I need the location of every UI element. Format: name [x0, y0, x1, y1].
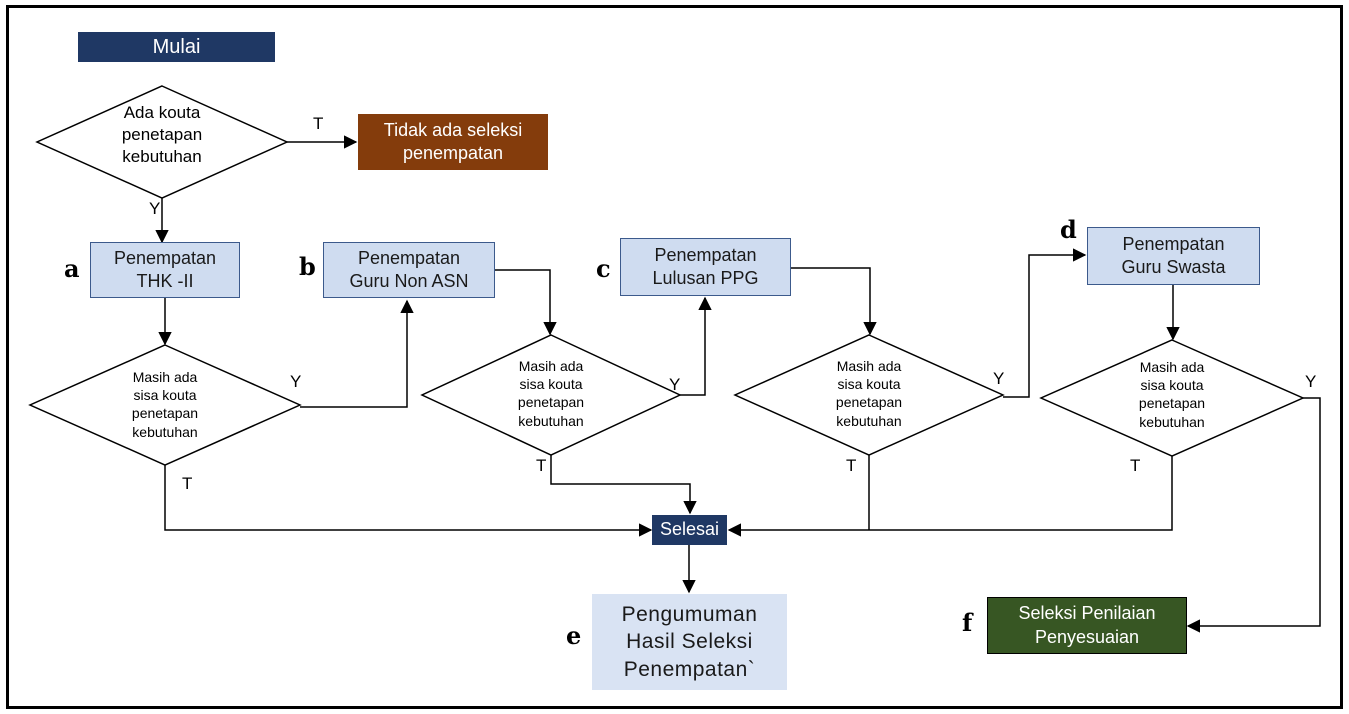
label-decision3-no: T	[846, 456, 857, 475]
edge-decision1-no	[164, 465, 653, 537]
label-start-no: T	[313, 114, 324, 133]
diagram-frame	[6, 5, 1343, 709]
edge-decision3-yes	[1003, 248, 1087, 398]
step-letter-b: b	[299, 252, 316, 281]
process-b-non-asn: Penempatan Guru Non ASN	[323, 242, 495, 298]
edge-decision1-yes	[300, 299, 414, 408]
label-decision2-yes: Y	[669, 375, 681, 394]
end-terminal: Selesai	[652, 515, 727, 545]
decision-start-text: Ada kouta penetapan kebutuhan	[121, 103, 203, 167]
label-decision1-yes: Y	[290, 372, 302, 391]
edge-decision4-yes	[1186, 397, 1321, 633]
step-letter-c: c	[596, 254, 611, 283]
label-decision4-no: T	[1130, 456, 1141, 475]
decision-3-text: Masih ada sisa kouta penetapan kebutuhan	[835, 358, 903, 429]
step-letter-a: a	[64, 254, 80, 283]
label-decision1-no: T	[182, 474, 193, 493]
label-decision4-yes: Y	[1305, 372, 1317, 391]
process-d-swasta: Penempatan Guru Swasta	[1087, 227, 1260, 285]
decision-1-text: Masih ada sisa kouta penetapan kebutuhan	[131, 369, 199, 440]
edge-decision2-yes	[680, 296, 712, 396]
start-terminal: Mulai	[78, 32, 275, 62]
edge-decision4-no	[727, 456, 1173, 537]
step-letter-f: f	[962, 608, 973, 637]
decision-2-text: Masih ada sisa kouta penetapan kebutuhan	[517, 358, 585, 429]
process-c-ppg: Penempatan Lulusan PPG	[620, 238, 791, 296]
no-selection-box: Tidak ada seleksi penempatan	[358, 114, 548, 170]
decision-4-text: Masih ada sisa kouta penetapan kebutuhan	[1138, 359, 1206, 430]
edge-c-to-decision3	[791, 267, 877, 336]
label-decision2-no: T	[536, 456, 547, 475]
edge-decision2-no	[550, 455, 697, 515]
step-letter-d: d	[1060, 215, 1077, 244]
label-decision3-yes: Y	[993, 369, 1005, 388]
label-start-yes: Y	[149, 199, 161, 218]
result-announcement-box: Pengumuman Hasil Seleksi Penempatan`	[592, 594, 787, 690]
edge-b-to-decision2	[495, 269, 557, 336]
process-a-thk: Penempatan THK -II	[90, 242, 240, 298]
adjustment-assessment-box: Seleksi Penilaian Penyesuaian	[987, 597, 1187, 654]
step-letter-e: e	[566, 621, 582, 650]
